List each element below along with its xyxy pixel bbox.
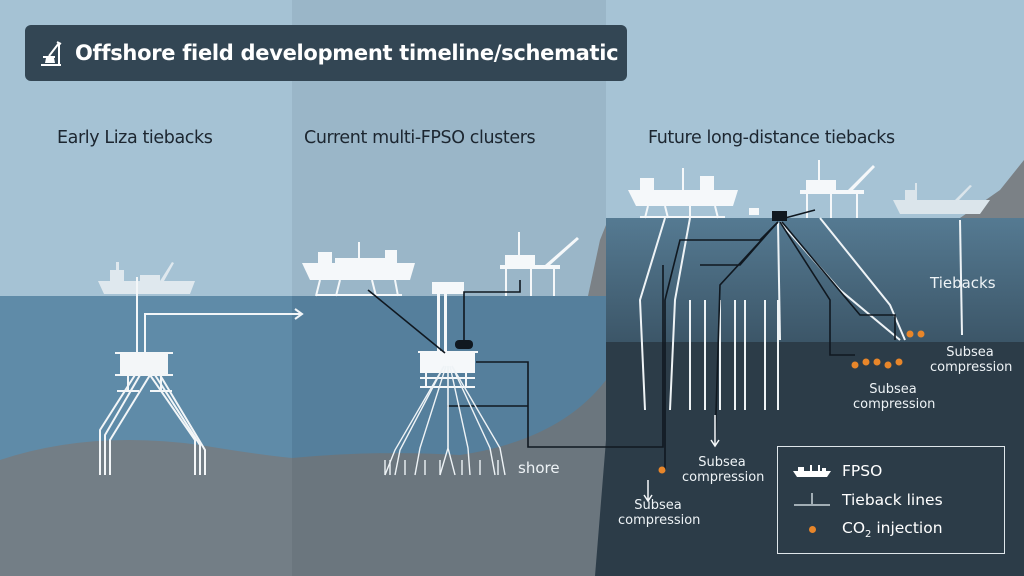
fpso-ship-icon: [792, 462, 832, 480]
sea-future: [606, 218, 1024, 342]
subsea-compression-label-1: Subsea compression: [930, 345, 1013, 375]
label-line: compression: [682, 470, 765, 485]
seabed-current: [292, 380, 606, 576]
manifold-early: [115, 352, 173, 392]
deep-sea-future: [606, 342, 1024, 576]
support-vessel-early: [98, 262, 195, 294]
flowlines-current-white: [384, 365, 506, 476]
page-title: Offshore field development timeline/sche…: [75, 41, 619, 65]
seabed-early: [0, 440, 292, 576]
flowlines-current-dark: [367, 265, 664, 448]
fpso-current: [302, 242, 415, 297]
phase-title-early: Early Liza tiebacks: [57, 128, 213, 148]
phase-title-current: Current multi-FPSO clusters: [304, 128, 536, 148]
subsea-hub-future: [749, 208, 787, 221]
legend-label-tieback: Tieback lines: [842, 491, 943, 509]
shore-label: shore: [518, 459, 560, 477]
legend-label-co2: CO2 injection: [842, 519, 943, 541]
label-line: compression: [853, 397, 936, 412]
tieback-lines-early: [99, 277, 304, 475]
tiebacks-label: Tiebacks: [930, 274, 996, 292]
riser-buoy-current: [432, 282, 473, 354]
phase-title-future: Future long-distance tiebacks: [648, 128, 895, 148]
legend-item-fpso: FPSO: [792, 462, 882, 480]
label-line: Subsea: [698, 455, 746, 470]
fpso-future: [628, 168, 738, 219]
subsea-compression-label-2: Subsea compression: [853, 382, 936, 412]
label-line: compression: [618, 513, 701, 528]
cliff-right: [960, 160, 1024, 218]
platform-future: [800, 160, 875, 218]
tieback-line-icon: [792, 491, 832, 509]
subsea-compression-label-4: Subsea compression: [618, 498, 701, 528]
subsea-compression-label-3: Subsea compression: [682, 455, 765, 485]
tieback-lines-future-dark: [664, 209, 896, 470]
legend-item-co2: CO2 injection: [792, 519, 943, 540]
legend: FPSO Tieback lines CO2 injection: [777, 446, 1005, 554]
label-line: Subsea: [946, 345, 994, 360]
offshore-rig-icon: [41, 41, 62, 66]
label-line: Subsea: [634, 498, 682, 513]
label-line: Subsea: [869, 382, 917, 397]
label-line: compression: [930, 360, 1013, 375]
vessel-far-future: [893, 183, 990, 214]
legend-label-fpso: FPSO: [842, 462, 883, 480]
title-bar: Offshore field development timeline/sche…: [25, 25, 627, 81]
cliff-middle: [588, 225, 606, 296]
co2-injection-dots: [658, 330, 925, 474]
co2-dot-icon: [792, 521, 832, 539]
arrows-future: [643, 415, 720, 503]
platform-current: [500, 232, 579, 296]
legend-item-tieback: Tieback lines: [792, 491, 943, 509]
